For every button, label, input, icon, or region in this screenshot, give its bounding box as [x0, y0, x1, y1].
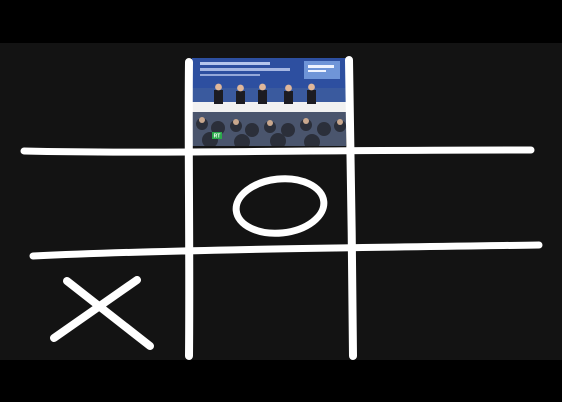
- x-mark-stroke-1: [67, 281, 150, 346]
- grid-line-horizontal-top: [24, 150, 531, 152]
- grid-line-vertical-left: [189, 62, 190, 356]
- o-mark: [233, 175, 326, 238]
- grid-line-horizontal-bottom: [33, 245, 539, 256]
- grid-line-vertical-right: [349, 60, 353, 356]
